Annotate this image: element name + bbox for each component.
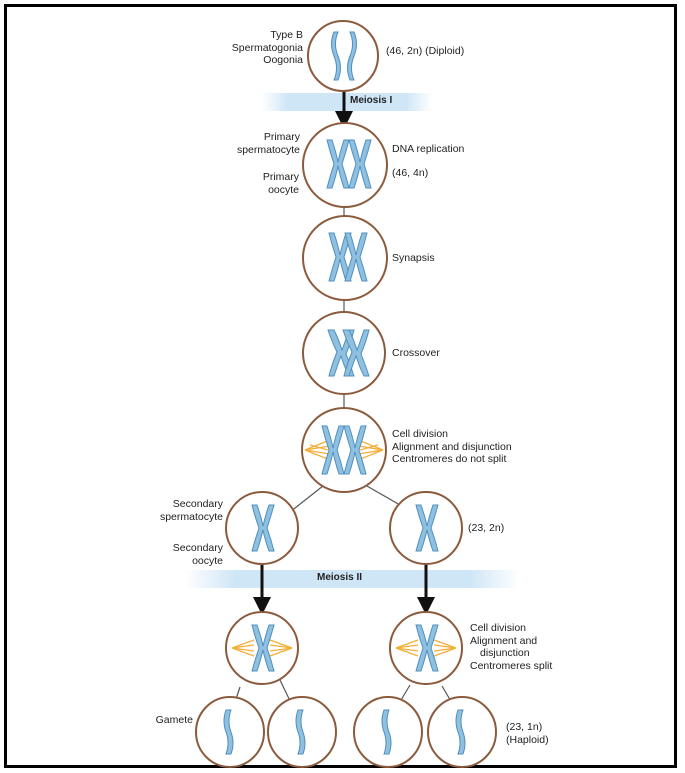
dna-replication-label: DNA replication [392, 143, 464, 156]
division-1-label: Cell division Alignment and disjunction … [392, 428, 512, 466]
meiosis-2-label: Meiosis II [317, 572, 362, 583]
diploid-ploidy-label: (46, 2n) (Diploid) [386, 45, 464, 58]
meiosis-1-label: Meiosis I [350, 95, 392, 106]
synapsis-label: Synapsis [392, 252, 435, 265]
secondary-ploidy-label: (23, 2n) [468, 522, 504, 535]
haploid-ploidy-label: (23, 1n) (Haploid) [506, 721, 549, 746]
germ-cell-type-label: Type B Spermatogonia Oogonia [232, 29, 303, 67]
cell-spermatogonia [308, 21, 378, 91]
secondary-spermatocyte-label: Secondary spermatocyte [123, 498, 223, 523]
cell-synapsis [303, 216, 387, 300]
crossover-label: Crossover [392, 347, 440, 360]
cell-division-1 [302, 408, 386, 492]
secondary-oocyte-label: Secondary oocyte [143, 542, 223, 567]
meiosis-1-band [262, 93, 432, 111]
division-2-label: Cell division Alignment and disjunction … [470, 622, 552, 672]
gamete-cells [196, 697, 496, 767]
primary-spermatocyte-label: Primary spermatocyte [210, 131, 300, 156]
cell-primary-spermatocyte [303, 123, 387, 207]
gamete-label: Gamete [156, 714, 193, 727]
replicated-ploidy-label: (46, 4n) [392, 167, 428, 180]
primary-oocyte-label: Primary oocyte [239, 171, 299, 196]
